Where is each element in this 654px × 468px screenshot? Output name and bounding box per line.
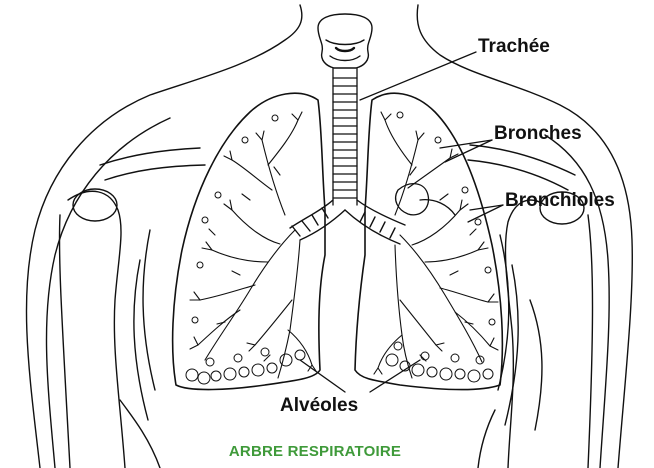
trachea (333, 68, 357, 205)
diagram-caption: ARBRE RESPIRATOIRE (229, 443, 401, 460)
main-bronchi (290, 200, 405, 244)
label-bronchioles: Bronchioles (505, 190, 615, 212)
larynx (318, 14, 372, 68)
right-bronchial-tree (374, 112, 498, 378)
label-alveoles: Alvéoles (280, 395, 358, 417)
caption-container: ARBRE RESPIRATOIRE (0, 443, 654, 460)
label-trachee: Trachée (478, 36, 550, 58)
left-bronchial-tree (190, 112, 316, 378)
label-bronches: Bronches (494, 123, 582, 145)
right-lung-outline (355, 93, 502, 389)
